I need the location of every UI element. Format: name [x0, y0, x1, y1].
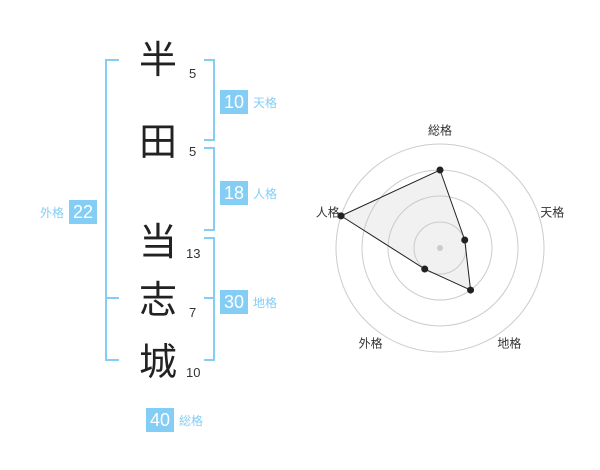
radar-axis-label-1: 総格 [427, 123, 453, 138]
tenkaku-bracket [204, 59, 215, 141]
radar-axis-label-3: 地格 [497, 336, 522, 351]
name-char-2: 田 [139, 120, 178, 164]
stroke-count-5: 10 [186, 365, 201, 380]
stroke-count-3: 13 [186, 246, 201, 261]
radar-polygon [340, 169, 472, 291]
soukaku-badge: 40 総格 [146, 408, 203, 432]
radar-ring-2 [387, 195, 493, 301]
name-char-4: 志 [139, 278, 178, 322]
tenkaku-label: 天格 [253, 95, 278, 110]
radar-center-dot [437, 245, 443, 251]
tenkaku-badge: 10 天格 [220, 90, 277, 114]
soukaku-label: 総格 [179, 413, 204, 428]
name-char-3: 当 [139, 220, 178, 264]
chikaku-badge: 30 地格 [220, 290, 277, 314]
stroke-count-1: 5 [189, 66, 197, 81]
stroke-count-4: 7 [189, 305, 197, 320]
radar-point-3 [467, 286, 475, 294]
radar-point-2 [461, 236, 469, 244]
name-char-5: 城 [139, 340, 178, 384]
stroke-count-2: 5 [189, 144, 197, 159]
soukaku-value: 40 [146, 408, 175, 432]
jinkaku-badge: 18 人格 [220, 181, 277, 205]
radar-ring-4 [335, 143, 545, 353]
chikaku-label: 地格 [253, 295, 278, 310]
radar-point-5 [337, 212, 345, 220]
chikaku-value: 30 [220, 290, 249, 314]
radar-point-4 [421, 265, 429, 273]
gaikaku-label: 外格 [40, 205, 65, 220]
jinkaku-bracket [204, 147, 215, 231]
gaikaku-badge: 外格 22 [40, 200, 98, 224]
radar-point-1 [436, 166, 444, 174]
jinkaku-value: 18 [220, 181, 249, 205]
jinkaku-label: 人格 [253, 186, 278, 201]
tenkaku-value: 10 [220, 90, 249, 114]
gaikaku-bracket [105, 59, 119, 361]
radar-axis-label-4: 外格 [358, 336, 383, 351]
name-char-1: 半 [139, 38, 178, 82]
radar-axis-label-2: 天格 [540, 205, 565, 220]
gaikaku-value: 22 [69, 200, 98, 224]
radar-axis-label-5: 人格 [315, 205, 340, 220]
